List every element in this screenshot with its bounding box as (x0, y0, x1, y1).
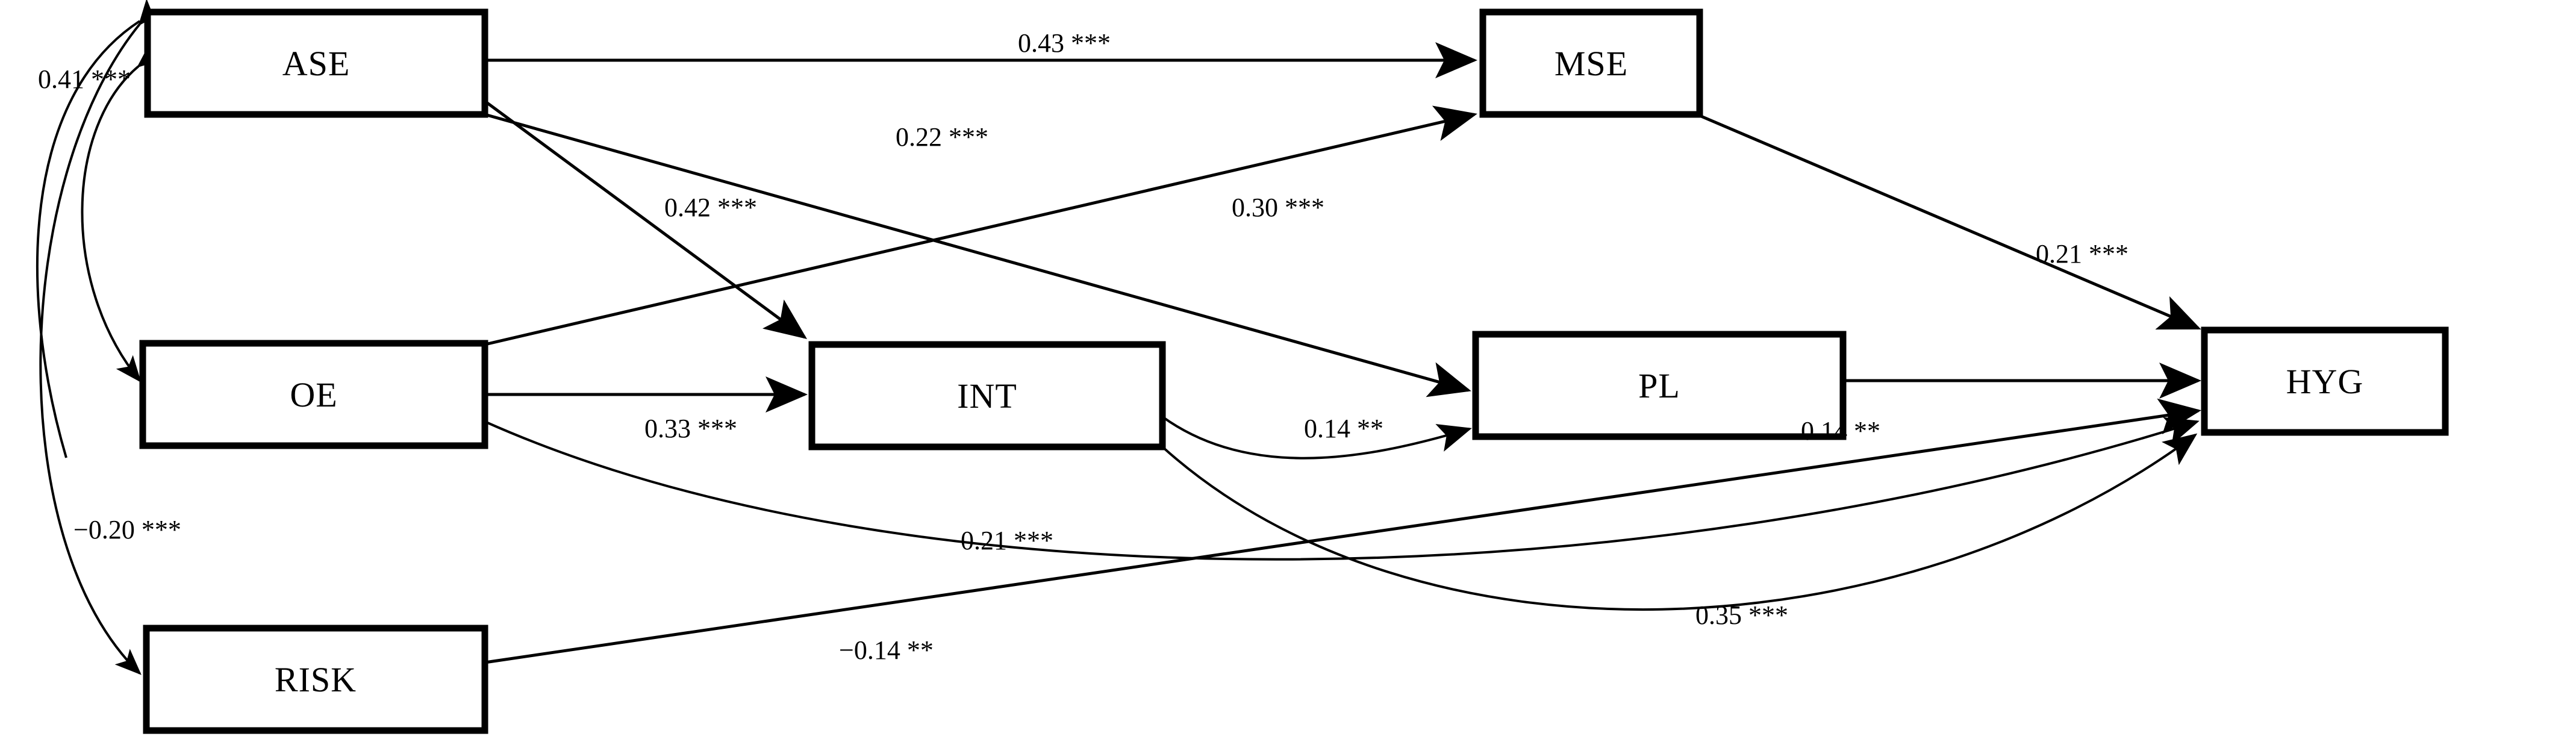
edge-label-risk-hyg: −0.14 ** (839, 635, 934, 665)
edge-label-mse-hyg: 0.21 *** (2036, 239, 2128, 269)
edge-ase-risk (39, 0, 164, 675)
edge-label-ase-pl: 0.30 *** (1232, 193, 1324, 222)
edge-int-pl (1161, 416, 1472, 460)
edge-mse-hyg (1699, 114, 2201, 330)
edge-ase-pl (484, 113, 1471, 397)
edge-ase-int (484, 99, 808, 339)
node-box-int (808, 341, 1166, 450)
edge-oe-mse (484, 105, 1477, 346)
node-box-hyg (2201, 326, 2449, 436)
edge-oe-hyg (484, 417, 2200, 561)
edge-label-oe-mse: 0.22 *** (896, 122, 988, 152)
node-box-oe (139, 340, 488, 449)
node-box-mse (1479, 8, 1703, 118)
edge-risk-hyg (484, 398, 2201, 664)
edge-label-pl-hyg: 0.14 ** (1801, 416, 1880, 446)
edge-label-int-hyg: 0.35 *** (1695, 600, 1788, 630)
node-box-pl (1472, 331, 1847, 440)
edge-ase-oe-outer (36, 20, 141, 458)
edge-label-ase-int: 0.42 *** (664, 193, 757, 222)
edge-ase-oe-inner (81, 42, 164, 383)
edge-label-int-pl: 0.14 ** (1304, 414, 1383, 443)
edge-label-oe-int: 0.33 *** (644, 414, 737, 443)
edge-label-oe-hyg: 0.21 *** (961, 526, 1053, 555)
node-box-risk (143, 625, 488, 734)
edge-label-ase-mse: 0.43 *** (1018, 28, 1111, 58)
node-box-ase (144, 8, 488, 118)
edge-label-ase-risk: −0.20 *** (73, 515, 181, 544)
edge-label-ase-oe: 0.41 *** (38, 64, 131, 94)
edge-int-hyg (1161, 433, 2198, 611)
